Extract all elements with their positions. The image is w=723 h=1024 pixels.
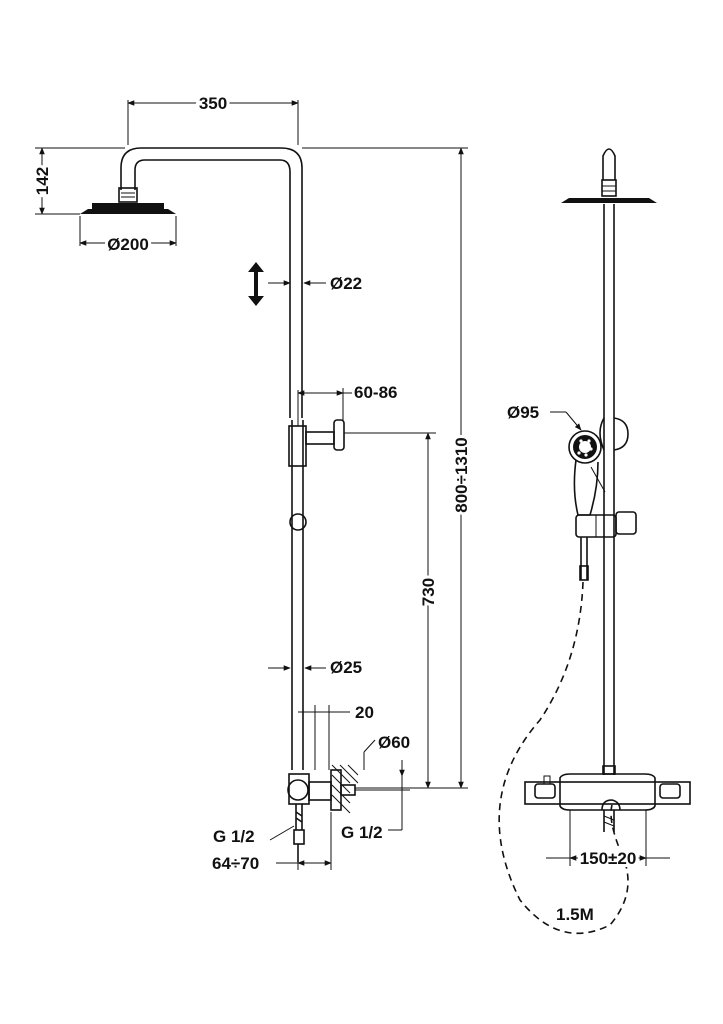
dim-hand-shower-diameter: Ø95 (507, 403, 539, 422)
dim-inlet-spacing: 64÷70 (212, 854, 259, 873)
dim-total-height: 800÷1310 (452, 437, 471, 513)
dim-inlet-left: G 1/2 (213, 827, 255, 846)
flexible-hose (498, 581, 629, 935)
dim-pipe-diameter-lower: Ø25 (330, 658, 362, 677)
hand-shower (568, 430, 637, 581)
dim-hose-length: 1.5M (556, 905, 594, 924)
front-view (80, 147, 359, 862)
slider-knob (289, 513, 307, 531)
side-top-arm (602, 148, 616, 180)
dim-bar-height: 730 (419, 578, 438, 606)
double-arrow-vertical-icon (248, 262, 264, 306)
support-arm (305, 431, 335, 445)
top-arm-inner (134, 159, 291, 418)
side-dimensions: Ø95 150±20 1.5M (507, 403, 670, 924)
side-view (498, 148, 691, 935)
dim-arm-reach: 60-86 (354, 383, 397, 402)
side-shower-head (561, 198, 657, 203)
dim-offset: 20 (355, 703, 374, 722)
dim-inlet-right: G 1/2 (341, 823, 383, 842)
hose-outlet (295, 804, 303, 830)
rain-shower-head (80, 209, 176, 214)
dim-mixer-spacing: 150±20 (580, 849, 637, 868)
thermostatic-mixer (524, 765, 691, 832)
mixer-knob (287, 779, 309, 801)
top-arm-outer (120, 147, 303, 418)
wall-hatching (331, 764, 359, 814)
dim-head-diameter: Ø200 (107, 235, 149, 254)
dim-head-height: 142 (33, 167, 52, 195)
support-bracket (333, 419, 345, 451)
head-connector (118, 187, 138, 203)
dim-pipe-diameter-top: Ø22 (330, 274, 362, 293)
dim-head-span: 350 (199, 94, 227, 113)
front-dimensions: 350 142 Ø200 Ø22 60-86 800÷1310 (30, 91, 474, 873)
dim-escutcheon-diameter: Ø60 (378, 733, 410, 752)
